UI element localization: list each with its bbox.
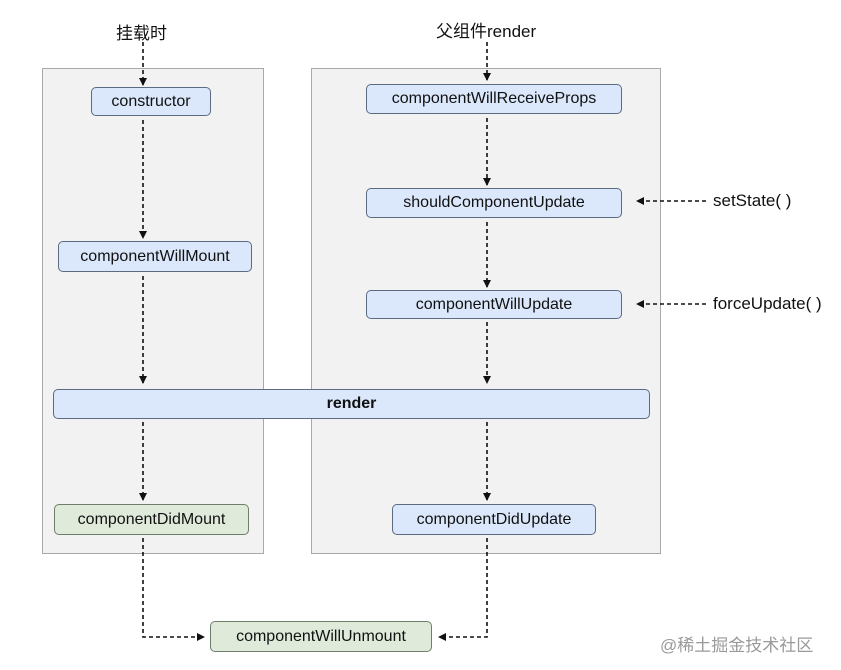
mount-panel	[42, 68, 264, 554]
constructor-node: constructor	[91, 87, 211, 116]
setstate-trigger-label: setState( )	[713, 191, 792, 210]
component-will-receive-props-node: componentWillReceiveProps	[366, 84, 622, 114]
forceupdate-trigger-label: forceUpdate( )	[713, 294, 822, 313]
component-will-unmount-node: componentWillUnmount	[210, 621, 432, 652]
watermark-text: @稀土掘金技术社区	[660, 636, 814, 655]
component-did-update-node: componentDidUpdate	[392, 504, 596, 535]
component-will-update-node: componentWillUpdate	[366, 290, 622, 319]
mount-trigger-label: 挂载时	[116, 24, 167, 43]
component-did-mount-node: componentDidMount	[54, 504, 249, 535]
parent-render-trigger-label: 父组件render	[436, 22, 537, 41]
render-node: render	[53, 389, 650, 419]
component-will-mount-node: componentWillMount	[58, 241, 252, 272]
should-component-update-node: shouldComponentUpdate	[366, 188, 622, 218]
